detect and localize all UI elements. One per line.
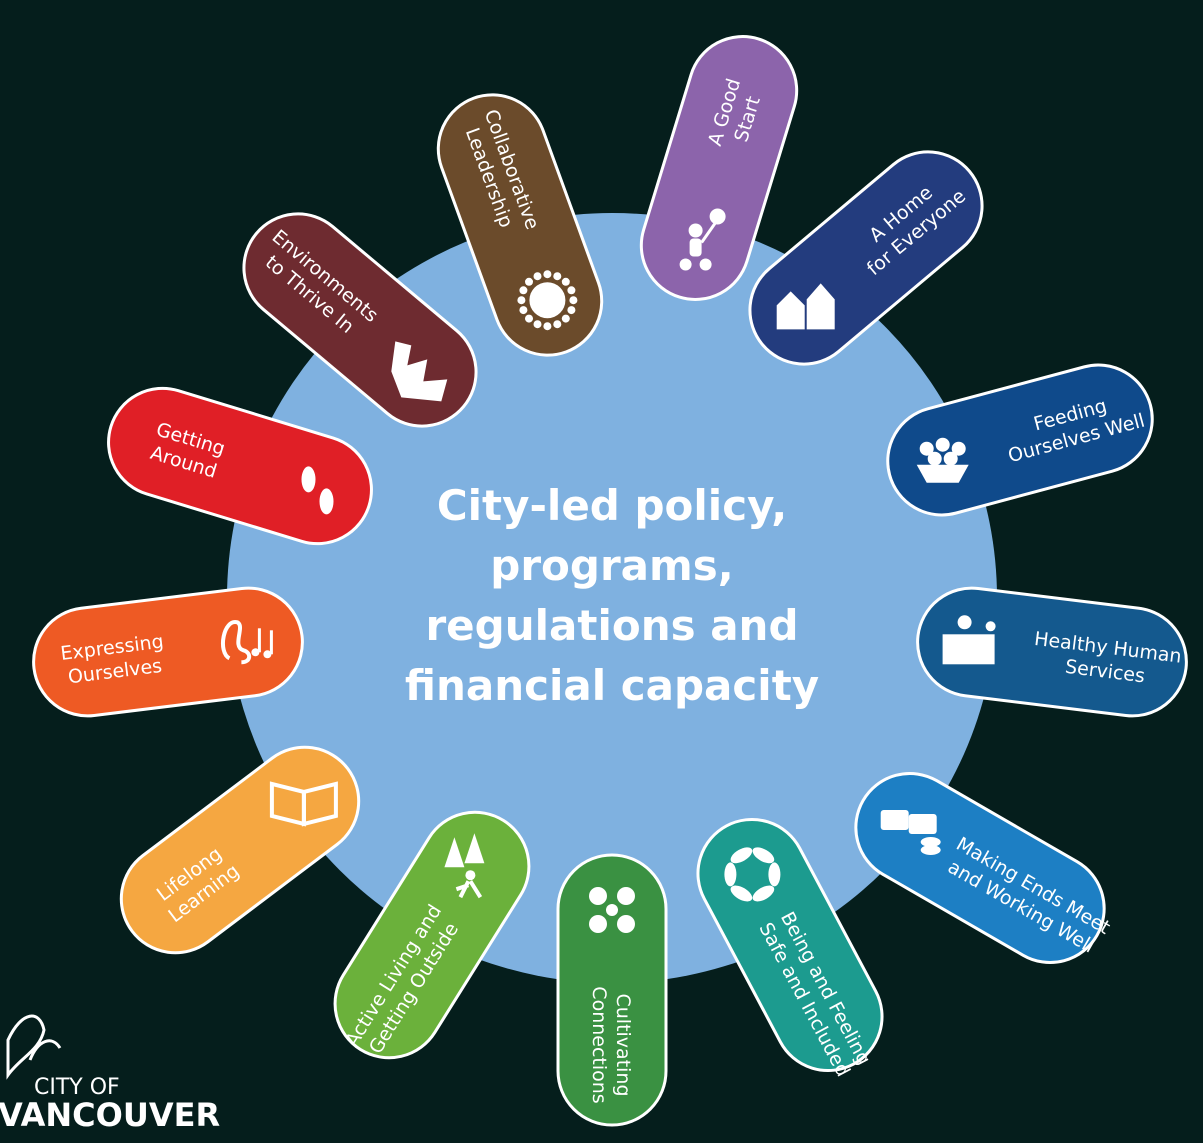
fruit-bowl-icon — [916, 437, 969, 483]
logo-line2: VANCOUVER — [0, 1096, 220, 1134]
center-title-line: regulations and — [425, 601, 798, 650]
pill-label-line: Cultivating — [612, 993, 634, 1096]
houses-icon — [776, 283, 835, 330]
joined-hands-icon — [724, 847, 781, 902]
center-title-line: programs, — [490, 541, 733, 590]
pill-shape — [556, 853, 668, 1127]
connected-people-icon — [589, 887, 635, 933]
logo-line1: CITY OF — [34, 1075, 120, 1100]
music-notes-icon — [220, 620, 273, 665]
pill-label-line: Connections — [588, 986, 610, 1103]
center-title-line: financial capacity — [405, 661, 819, 710]
child-with-balloon-icon — [679, 208, 726, 271]
city-of-vancouver-logo: CITY OF VANCOUVER — [0, 1014, 220, 1134]
map-icon — [391, 341, 448, 402]
reception-desk-icon — [942, 615, 996, 665]
center-title-line: City-led policy, — [437, 481, 787, 530]
logo-leaf-icon — [6, 1014, 62, 1080]
pill-shape — [639, 35, 799, 301]
center-title: City-led policy, programs, regulations and… — [405, 481, 819, 710]
footprints-icon — [301, 466, 334, 515]
pill-shape — [119, 745, 361, 955]
pill-shape — [696, 817, 884, 1073]
pill-shape — [107, 386, 373, 546]
open-book-icon — [269, 781, 338, 827]
people-circle-icon — [517, 270, 578, 331]
hiker-trees-icon — [444, 833, 485, 899]
pill-shape — [333, 810, 531, 1060]
money-icon — [880, 810, 941, 855]
pill-shape — [916, 586, 1188, 718]
